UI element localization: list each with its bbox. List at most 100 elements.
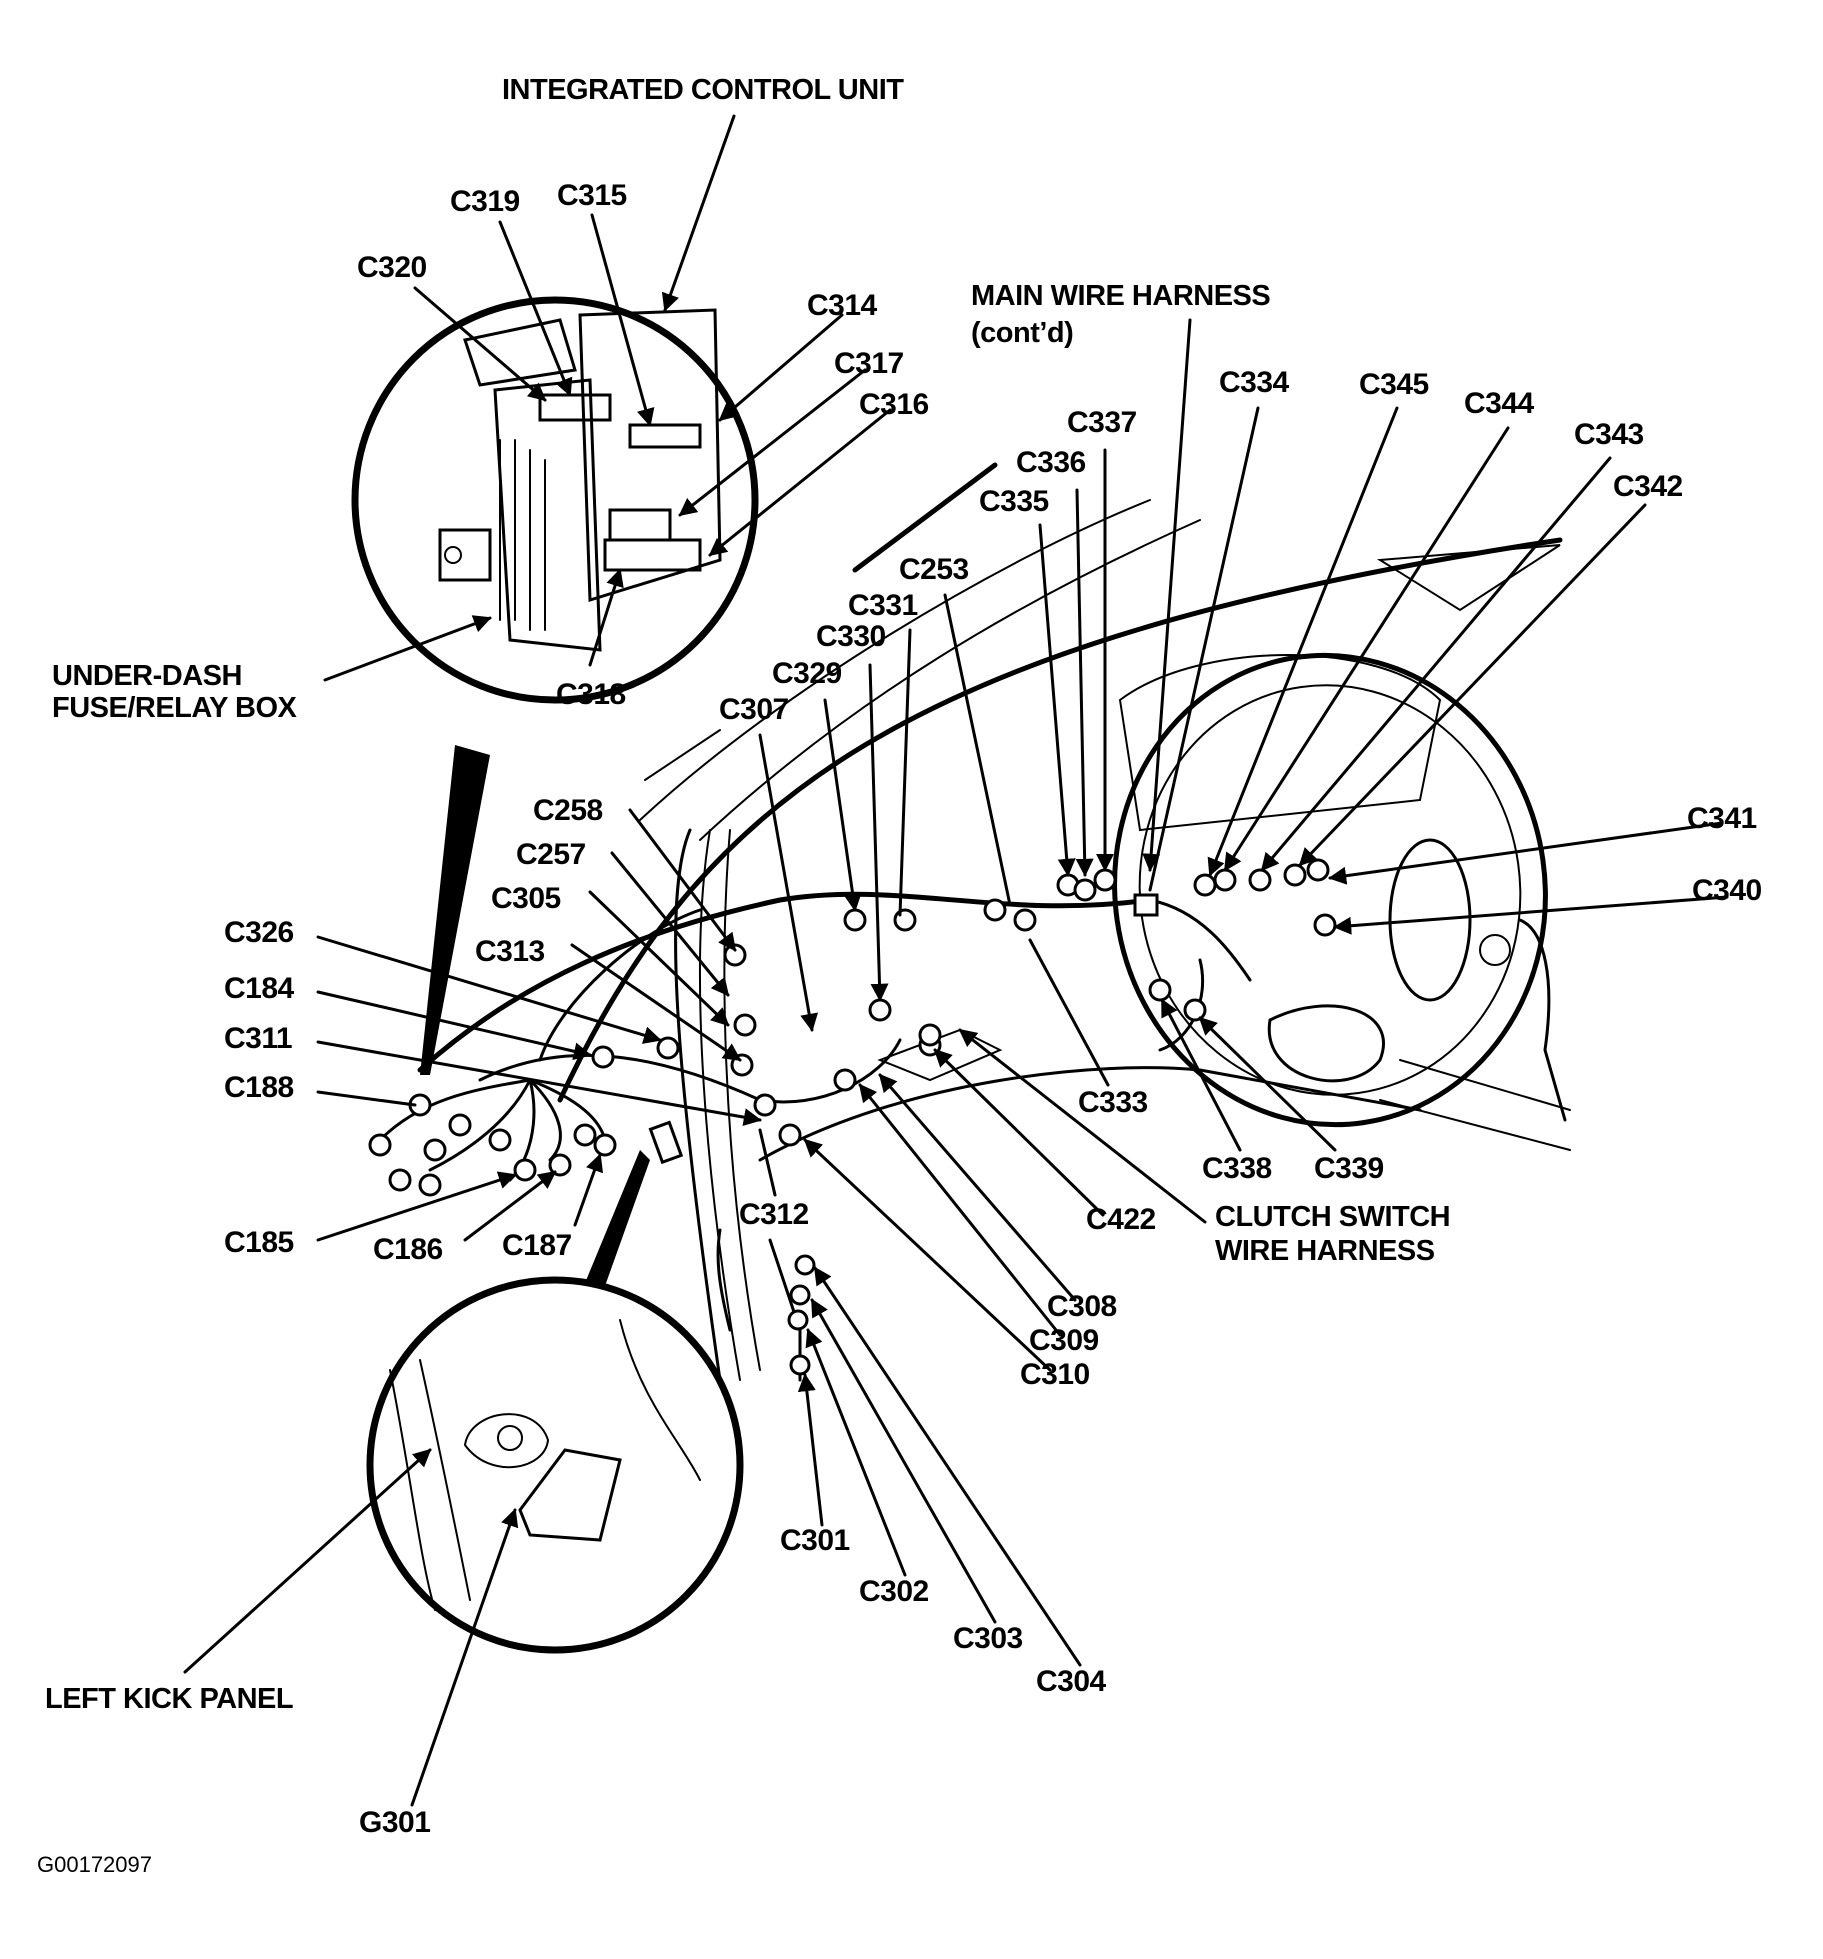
leader-c257	[610, 851, 730, 997]
kick-panel-inset	[366, 1276, 744, 1654]
connector-label-c186: C186	[373, 1233, 443, 1266]
leader-c339	[1198, 1016, 1337, 1152]
connector-symbol	[1183, 998, 1207, 1022]
a-pillar-inner	[723, 829, 761, 1371]
connector-label-c339: C339	[1314, 1152, 1384, 1185]
fuse-slots	[499, 439, 546, 631]
connector-label-c345: C345	[1359, 368, 1429, 401]
connector-symbol	[593, 1133, 617, 1157]
connector-label-c315: C315	[557, 179, 627, 212]
fuse-box-inset	[351, 296, 759, 704]
label-clutch-switch: CLUTCH SWITCH	[1215, 1201, 1450, 1233]
connector-label-c303: C303	[953, 1622, 1023, 1655]
connector-label-c335: C335	[979, 485, 1049, 518]
leader-c344	[1223, 426, 1510, 872]
connector-label-c336: C336	[1016, 446, 1086, 479]
connector-label-c301: C301	[780, 1524, 850, 1557]
connector-label-c258: C258	[533, 794, 603, 827]
label-main-wire-harness-contd: (cont’d)	[971, 317, 1073, 349]
connector-symbol	[488, 1128, 512, 1152]
connector-symbol	[1013, 908, 1037, 932]
leader-g301	[410, 1508, 519, 1807]
leader-c342	[1298, 503, 1647, 867]
ignition-switch	[1479, 934, 1511, 966]
ground-terminal	[518, 1448, 622, 1542]
connector-label-c310: C310	[1020, 1358, 1090, 1391]
connector-symbol	[983, 898, 1007, 922]
leader-c312	[758, 1128, 777, 1197]
leader-c343	[1260, 456, 1612, 872]
connector-label-c307: C307	[719, 693, 789, 726]
a-pillar	[674, 828, 722, 1382]
leader-c313	[570, 943, 742, 1062]
leader-c184	[316, 990, 592, 1061]
harness-branch	[378, 1078, 532, 1142]
connector-symbol	[833, 1068, 857, 1092]
connector-symbol	[1306, 858, 1330, 882]
connector-symbol	[648, 1120, 684, 1165]
connector-label-c185: C185	[224, 1226, 294, 1259]
connector-symbol	[1073, 878, 1097, 902]
leader-clutch-switch-harness	[958, 1028, 1207, 1224]
leader-c304	[813, 1266, 1082, 1667]
connector-label-c313: C313	[475, 935, 545, 968]
leader-integrated-control-unit	[661, 114, 736, 312]
leader-under-dash-fuse-box	[323, 615, 492, 682]
panel-line	[389, 1369, 436, 1611]
leader-c315	[590, 213, 655, 427]
connector-symbol	[1093, 868, 1117, 892]
connector-label-c340: C340	[1692, 874, 1762, 907]
connector-label-c304: C304	[1036, 1665, 1107, 1698]
connector-label-c316: C316	[859, 388, 929, 421]
connector-c319-socket	[538, 393, 612, 422]
connector-label-c305: C305	[491, 882, 561, 915]
inset-circle-fuse-box	[351, 296, 759, 704]
connector-label-c333: C333	[1078, 1086, 1148, 1119]
connector-label-c330: C330	[816, 620, 886, 653]
leader-c307	[758, 733, 819, 1032]
connector-symbol	[843, 908, 867, 932]
connector-symbol	[778, 1123, 802, 1147]
leader-c187	[573, 1153, 604, 1227]
connector-label-c422: C422	[1086, 1203, 1156, 1236]
console-edge	[1379, 1099, 1571, 1151]
leader-c320	[413, 286, 547, 402]
leader-c301	[797, 1373, 824, 1527]
label-fuse-relay-box: FUSE/RELAY BOX	[52, 692, 298, 724]
harness-branch	[528, 1078, 562, 1162]
harness-branch	[538, 908, 702, 1062]
connector-label-c319: C319	[450, 185, 520, 218]
harness-trunk	[417, 891, 1153, 1073]
connector-c316-socket	[603, 538, 702, 572]
labels: INTEGRATED CONTROL UNIT C319 C315 C320 C…	[37, 74, 1762, 1877]
windshield-line	[639, 499, 1151, 821]
connector-symbol	[1283, 863, 1307, 887]
leader-c319	[498, 220, 573, 397]
steering-spoke	[1267, 1004, 1385, 1083]
connector-symbol	[448, 1113, 472, 1137]
connector-symbol	[423, 1138, 447, 1162]
connector-symbol	[868, 998, 892, 1022]
windshield-line	[699, 519, 1201, 841]
connector-label-c341: C341	[1687, 802, 1757, 835]
leader-c188	[316, 1090, 417, 1107]
connector-symbol	[368, 1133, 392, 1157]
leader-c341	[1328, 821, 1724, 885]
leader-c186	[463, 1170, 557, 1242]
bolt-hole	[497, 1425, 523, 1451]
connector-label-c318: C318	[556, 678, 626, 711]
steering-hub	[1388, 838, 1472, 1002]
connector-label-c343: C343	[1574, 418, 1644, 451]
inset-pointer-wedge-top	[420, 745, 490, 1075]
leader-c318	[588, 568, 624, 667]
connector-label-c329: C329	[772, 657, 842, 690]
leader-c330	[868, 663, 889, 1002]
connector-label-c320: C320	[357, 251, 427, 284]
leader-c333	[1028, 938, 1110, 1087]
harness-branch	[716, 1228, 732, 1332]
lower-dash	[758, 1066, 1422, 1162]
panel-line	[419, 1359, 471, 1601]
leader-c326	[316, 935, 662, 1044]
leader-c335	[1038, 523, 1076, 877]
connector-symbol	[893, 908, 917, 932]
